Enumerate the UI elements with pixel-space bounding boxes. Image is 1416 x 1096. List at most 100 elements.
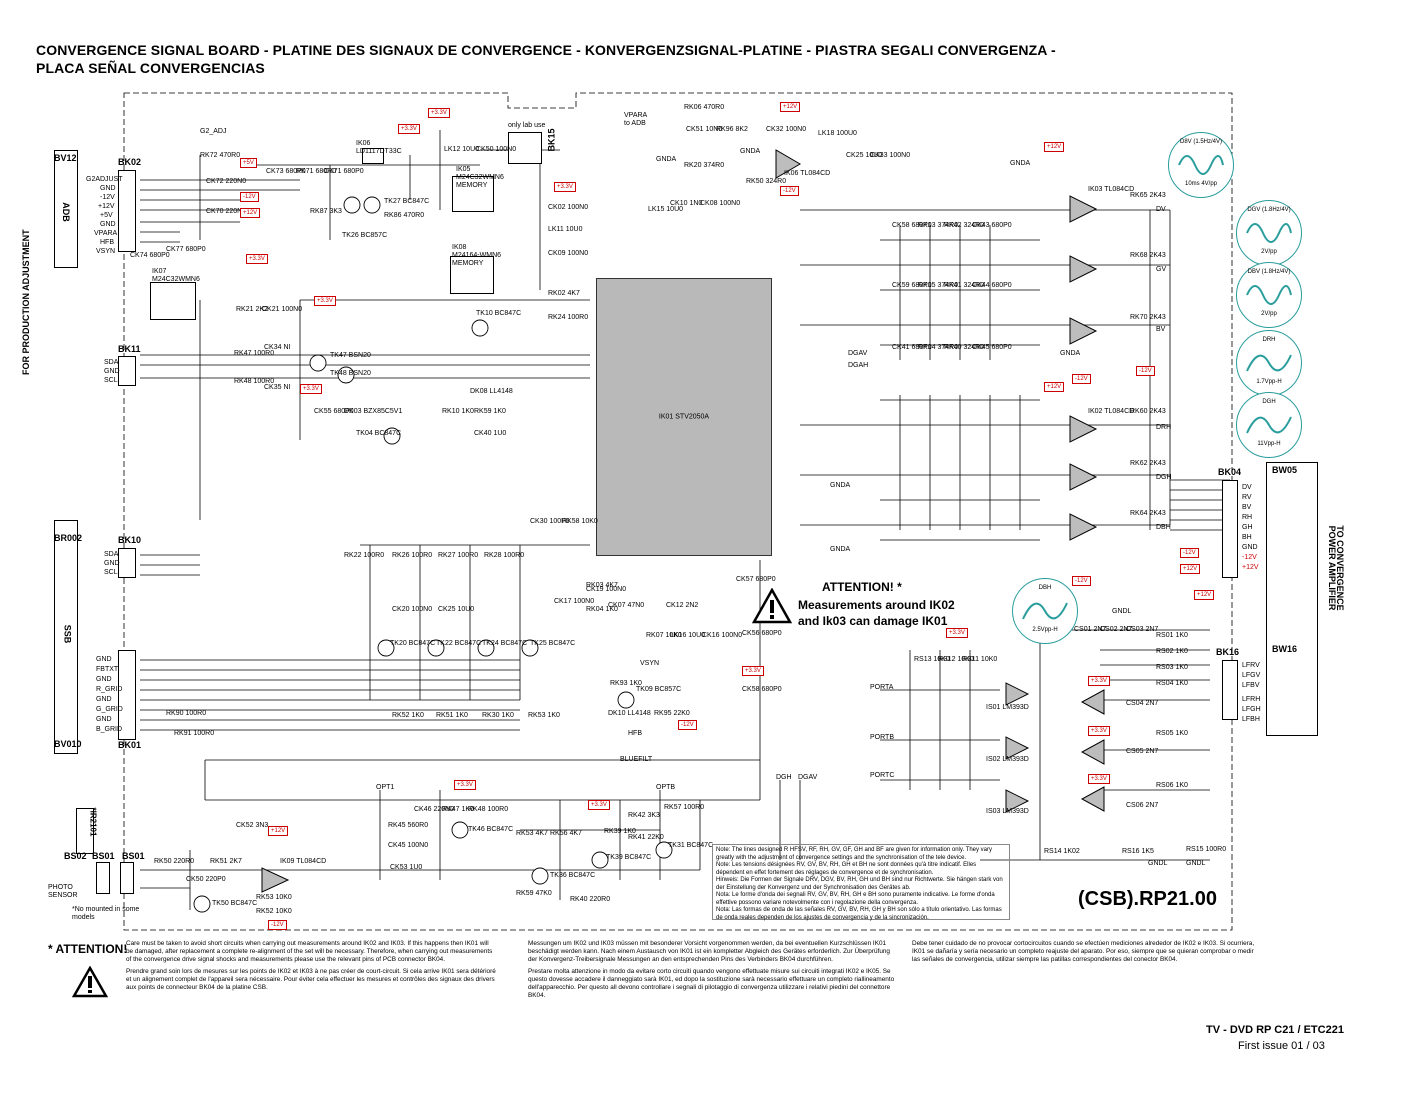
note-de: Messungen um IK02 und IK03 müssen mit be… [528,940,890,963]
block-bk04: BK04 [1218,467,1242,477]
ic-ik08 [450,256,494,294]
comp-is01: IS01 LM393D [986,704,1029,711]
comp-rk50b: RK50 220R0 [154,858,195,865]
comp-rs01: RS01 1K0 [1156,632,1188,639]
comp-rk41b: RK41 22K0 [628,834,664,841]
connector-bw16-label: BW16 [1272,644,1298,654]
bk01-pin-4: R_GRID [96,686,123,693]
comp-ck10: CK10 1N0 [670,200,703,207]
waveform-drh: DRH 1.7Vpp-H [1236,330,1302,396]
to-convergence-label: TO CONVERGENCE POWER AMPLIFIER [1327,525,1345,611]
waveform-dgh-trace [1246,416,1292,434]
comp-rk07: RK07 10K0 [646,632,682,639]
bk04-pin-3: BV [1242,504,1252,511]
comp-ck59: CK59 680P0 [892,282,932,289]
comp-rk42b: RK42 3K3 [628,812,660,819]
rail-p33-2: +3.3V [398,124,420,134]
bk04-pin-8: -12V [1242,554,1257,561]
comp-ck57: CK57 680P0 [736,576,776,583]
signal-drh: DRH [1156,424,1172,431]
waveform-dbh-meas: 2.5Vpp-H [1032,627,1058,633]
comp-tk26: TK26 BC857C [342,232,388,239]
comp-tk04: TK04 BC847C [356,430,402,437]
comp-ck07: CK07 47N0 [608,602,645,609]
signal-dgav-out: DGAV [798,774,818,781]
comp-rs13: RS13 10K0 [914,656,950,663]
note-en: Care must be taken to avoid short circui… [126,940,493,963]
comp-rk14: RK14 374R0 [918,344,959,351]
comp-ck77: CK77 680P0 [166,246,206,253]
signal-vpara: VPARA to ADB [624,112,647,127]
ic-ik07 [150,282,196,320]
comp-ck19: CK19 100N0 [586,586,627,593]
bk01-pin-2: FBTXT [96,666,119,673]
rail-p12b: +12V [1044,142,1065,152]
comp-rk60: RK60 2K43 [1130,408,1166,415]
connector-br002 [54,520,78,754]
block-bk16: BK16 [1216,647,1240,657]
comp-rs05: RS05 1K0 [1156,730,1188,737]
comp-ck74: CK74 680P0 [130,252,170,259]
comp-rk93: RK93 1K0 [610,680,642,687]
rail-p33-7: +3.3V [742,666,764,676]
comp-rk40: RK40 324R0 [944,344,985,351]
connector-bs02-label: BS02 [64,851,87,861]
comp-ck50: CK50 100N0 [476,146,517,153]
rail-p33-4: +3.3V [554,182,576,192]
waveform-dbv-name: D8V (1.5Hz/4V) [1179,139,1222,145]
not-mounted-label: *No mounted in some models [72,906,140,921]
signal-dv: DV [1156,206,1166,213]
comp-tk48: TK48 BSN20 [330,370,371,377]
bk01-pin-7: GND [96,716,112,723]
comp-rs03: RS03 1K0 [1156,664,1188,671]
comp-rk90: RK90 100R0 [166,710,207,717]
comp-rk64: RK64 2K43 [1130,510,1166,517]
attention-left: * ATTENTION! [48,942,128,956]
comp-rk96: RK96 8K2 [716,126,748,133]
comp-lk11: LK11 10U0 [548,226,583,233]
warning-triangle-left-icon [72,966,108,998]
signal-gnda-6: GNDA [830,546,851,553]
comp-tk20: TK20 BC847C [390,640,436,647]
waveform-dgv-trace [1246,223,1292,243]
comp-rk57: RK57 100R0 [664,804,705,811]
comp-rk71: RK71 680R0 [296,168,337,175]
rail-m12h: -12V [268,920,287,930]
bk04-pin-5: GH [1242,524,1253,531]
comp-ck70: CK70 220N0 [206,208,247,215]
waveform-drh-meas: 1.7Vpp-H [1256,379,1282,385]
bk16-pin-6: LFBH [1242,716,1260,723]
rail-p12f: +12V [268,826,289,836]
comp-rk53c: RK53 4K7 [516,830,548,837]
block-bk10: BK10 [118,535,142,545]
bk02-pin-1: G2ADJUST [86,176,123,183]
signal-bv: BV [1156,326,1166,333]
signal-porta: PORTA [870,684,894,691]
waveform-drh-name: DRH [1262,337,1276,343]
connector-bv12-label: BV12 [54,153,77,163]
comp-rk87: RK87 3K3 [310,208,342,215]
bk10-pin-2: GND [104,560,120,567]
bk02-pins [118,170,136,252]
comp-rk52b: RK52 10K0 [256,908,292,915]
comp-rs12: RS12 10K0 [938,656,974,663]
comp-rk51: RK51 1K0 [436,712,468,719]
comp-rk48b: RK48 100R0 [468,806,509,813]
comp-ck25: CK25 10U0 [846,152,883,159]
comp-cs04: CS04 2N7 [1126,700,1159,707]
comp-ck34: CK34 NI [264,344,291,351]
bk02-pin-3: -12V [100,194,115,201]
connector-bw05-label: BW05 [1272,465,1298,475]
bk16-pins [1222,660,1238,720]
comp-rk39: RK39 1K0 [604,828,636,835]
rail-m12c: -12V [1072,374,1091,384]
comp-rk02: RK02 4K7 [548,290,580,297]
comp-ck32: CK32 100N0 [766,126,807,133]
comp-ck46: CK46 220N0 [414,806,455,813]
bk10-pins [118,548,136,578]
comp-ck50b: CK50 220P0 [186,876,226,883]
comp-rk45: RK45 560R0 [388,822,429,829]
signal-bluefilt: BLUEFILT [620,756,653,763]
comp-rk10: RK10 1K0 [442,408,474,415]
waveform-dgv-name: DGV (1.8Hz/4V) [1247,207,1291,213]
